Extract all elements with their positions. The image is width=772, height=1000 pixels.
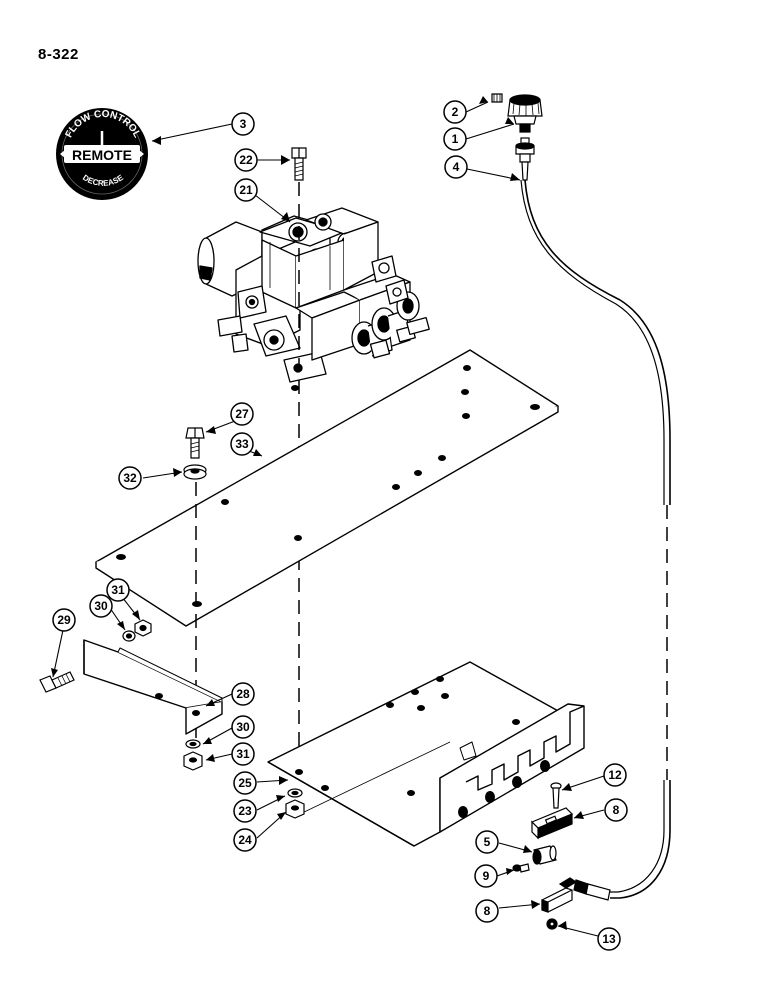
bolt-22 xyxy=(291,147,307,181)
callout-13: 13 xyxy=(597,927,621,951)
callout-30-lower: 30 xyxy=(231,715,255,739)
svg-text:22: 22 xyxy=(239,153,253,167)
callout-31-upper: 31 xyxy=(106,578,130,602)
svg-text:4: 4 xyxy=(453,160,460,174)
lock-washer-30-upper xyxy=(122,630,136,642)
control-valve xyxy=(197,207,430,383)
callout-3: 3 xyxy=(231,112,255,136)
svg-text:8: 8 xyxy=(484,904,491,918)
screw-9 xyxy=(512,863,530,873)
cable-lower xyxy=(610,780,671,899)
callout-31-lower: 31 xyxy=(231,742,255,766)
swivel-5 xyxy=(532,845,557,865)
svg-text:21: 21 xyxy=(239,183,253,197)
svg-text:12: 12 xyxy=(608,768,622,782)
svg-text:27: 27 xyxy=(235,407,249,421)
svg-text:24: 24 xyxy=(238,833,252,847)
washer-32 xyxy=(183,464,207,480)
svg-text:30: 30 xyxy=(236,720,250,734)
callout-22: 22 xyxy=(234,148,258,172)
cable-head xyxy=(515,137,535,181)
hex-nut-31-lower xyxy=(183,751,203,771)
cable-upper-inner xyxy=(520,179,665,505)
svg-text:2: 2 xyxy=(452,105,459,119)
cable-lower-inner xyxy=(610,780,665,893)
lock-washer-23 xyxy=(287,788,303,798)
svg-text:13: 13 xyxy=(602,932,616,946)
svg-text:1: 1 xyxy=(452,132,459,146)
set-screw-2 xyxy=(491,93,503,103)
callout-12: 12 xyxy=(603,763,627,787)
callout-5: 5 xyxy=(475,830,499,854)
callouts: 3 22 21 2 1 4 27 33 32 31 30 29 28 30 31… xyxy=(52,100,628,951)
hex-nut-24 xyxy=(285,799,305,819)
decal-left-arrow-icon xyxy=(60,150,65,158)
base-bracket xyxy=(267,661,585,847)
callout-4: 4 xyxy=(444,155,468,179)
callout-28: 28 xyxy=(231,682,255,706)
svg-text:3: 3 xyxy=(240,117,247,131)
cable-end xyxy=(573,879,611,901)
svg-text:23: 23 xyxy=(238,804,252,818)
svg-text:29: 29 xyxy=(57,613,71,627)
leader-arrowheads xyxy=(51,96,584,930)
callout-32: 32 xyxy=(118,466,142,490)
cable-upper xyxy=(524,179,671,505)
callout-29: 29 xyxy=(52,608,76,632)
svg-text:5: 5 xyxy=(484,835,491,849)
callout-9: 9 xyxy=(474,864,498,888)
svg-text:31: 31 xyxy=(111,583,125,597)
callout-21: 21 xyxy=(234,178,258,202)
svg-text:25: 25 xyxy=(238,776,252,790)
svg-text:8: 8 xyxy=(613,803,620,817)
svg-text:30: 30 xyxy=(94,599,108,613)
callout-8-lower: 8 xyxy=(475,899,499,923)
page-number: 8-322 xyxy=(38,46,79,63)
decal-center-text: REMOTE xyxy=(72,147,132,163)
nut-13 xyxy=(546,918,558,930)
pin-12 xyxy=(550,782,562,809)
callout-2: 2 xyxy=(443,100,467,124)
hex-nut-31-upper xyxy=(134,619,152,637)
clamp-8-upper xyxy=(530,807,574,840)
control-knob xyxy=(507,94,543,133)
clamp-8-lower xyxy=(541,877,578,913)
svg-text:33: 33 xyxy=(235,437,249,451)
flow-control-decal: FLOW CONTROL REMOTE DECREASE xyxy=(56,108,148,200)
bolt-27 xyxy=(185,427,205,459)
callout-33: 33 xyxy=(230,432,254,456)
decal-right-arrow-icon xyxy=(139,150,144,158)
angle-bracket xyxy=(83,639,223,735)
callout-25: 25 xyxy=(233,771,257,795)
svg-text:32: 32 xyxy=(123,471,137,485)
lock-washer-30-lower xyxy=(185,739,201,749)
callout-27: 27 xyxy=(230,402,254,426)
callout-23: 23 xyxy=(233,799,257,823)
callout-1: 1 xyxy=(443,127,467,151)
cap-screw-29 xyxy=(39,671,75,693)
svg-text:31: 31 xyxy=(236,747,250,761)
callout-24: 24 xyxy=(233,828,257,852)
callout-30-upper: 30 xyxy=(89,594,113,618)
svg-text:28: 28 xyxy=(236,687,250,701)
mounting-plate xyxy=(95,349,559,627)
svg-text:9: 9 xyxy=(483,869,490,883)
callout-8-upper: 8 xyxy=(604,798,628,822)
